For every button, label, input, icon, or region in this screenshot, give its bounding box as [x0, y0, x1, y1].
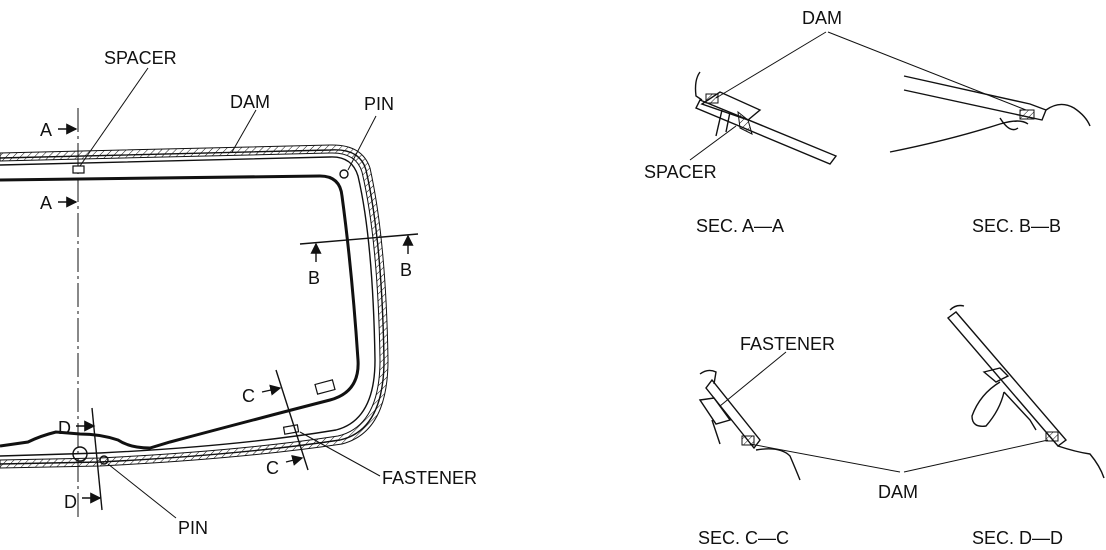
leader-spacer — [79, 67, 149, 167]
sec-c-fastener-pin — [711, 419, 721, 445]
sec-label-dam-top: DAM — [802, 8, 842, 28]
label-b-left: B — [308, 268, 320, 288]
sec-d-leader-dam — [903, 439, 1049, 473]
sec-a-dam — [705, 93, 719, 104]
ceramic-border-line — [0, 174, 360, 450]
sec-c-glass — [705, 378, 761, 450]
sec-b-body-outer — [1045, 103, 1091, 127]
sec-c-label-fastener: FASTENER — [740, 334, 835, 354]
sec-b-leader-dam — [827, 31, 1027, 111]
sec-a-leader-dam — [715, 31, 827, 99]
locator-mark — [314, 379, 336, 395]
arrow-c-bottom — [285, 454, 304, 466]
sec-label-dam-bottom: DAM — [878, 482, 918, 502]
sec-c-body-flange — [699, 369, 717, 385]
label-d-top: D — [58, 418, 71, 438]
sec-a-spacer — [737, 110, 753, 135]
section-b-b: SEC. B—B — [827, 31, 1091, 236]
sec-a-glass — [695, 99, 838, 165]
label-c-top: C — [242, 386, 255, 406]
sec-d-dam — [1045, 431, 1059, 442]
sec-b-title: SEC. B—B — [972, 216, 1061, 236]
sec-d-bracket — [982, 367, 1010, 383]
label-fastener: FASTENER — [382, 468, 477, 488]
section-c-c: FASTENER SEC. C—C — [698, 334, 901, 548]
sec-a-body-flange — [694, 71, 703, 101]
label-a-top: A — [40, 120, 52, 140]
sec-d-title: SEC. D—D — [972, 528, 1063, 548]
section-line-c — [275, 369, 309, 471]
sec-c-title: SEC. C—C — [698, 528, 789, 548]
glass-outer-edge — [0, 149, 385, 465]
spacer-mark — [72, 165, 85, 174]
section-d-d: SEC. D—D — [903, 304, 1105, 548]
sec-d-top-flange — [949, 304, 965, 311]
sec-c-dam — [741, 435, 755, 446]
sec-d-glass — [946, 311, 1068, 447]
arrow-c-top — [261, 384, 282, 396]
sec-d-pin-head — [971, 381, 1005, 427]
sec-b-clip — [999, 117, 1019, 131]
dam-band — [0, 144, 389, 469]
leader-dam — [231, 109, 257, 153]
sec-b-body-inner — [889, 120, 1029, 153]
glass-main-view: SPACER DAM PIN FASTENER PIN A A B B C C … — [0, 48, 477, 538]
glass-inner-edge — [0, 156, 376, 457]
leader-fastener — [299, 431, 381, 477]
sec-c-leader-dam — [749, 443, 901, 473]
sec-a-label-spacer: SPACER — [644, 162, 717, 182]
sec-a-clip — [715, 109, 731, 137]
sec-c-leader-fastener — [719, 351, 787, 407]
section-line-b — [299, 233, 419, 245]
sec-d-body-panel — [1057, 445, 1105, 479]
label-b-right: B — [400, 260, 412, 280]
sec-c-body-panel — [755, 448, 801, 481]
label-d-bottom: D — [64, 492, 77, 512]
label-a-bottom: A — [40, 193, 52, 213]
label-pin-bottom: PIN — [178, 518, 208, 538]
leader-pin-top — [347, 115, 377, 171]
sec-b-dam — [1019, 109, 1035, 120]
sec-c-fastener-base — [698, 397, 732, 425]
label-c-bottom: C — [266, 458, 279, 478]
sec-a-leader-spacer — [689, 125, 737, 161]
label-dam: DAM — [230, 92, 270, 112]
sec-a-title: SEC. A—A — [696, 216, 784, 236]
pin-top-mark — [339, 169, 349, 179]
hole-mark — [72, 446, 88, 462]
label-spacer: SPACER — [104, 48, 177, 68]
pin-bottom-mark — [99, 455, 109, 465]
label-pin-top: PIN — [364, 94, 394, 114]
sec-d-pin-shaft — [1003, 391, 1037, 431]
leader-pin-bottom — [107, 463, 177, 519]
section-a-a: SPACER SEC. A—A — [644, 31, 838, 236]
